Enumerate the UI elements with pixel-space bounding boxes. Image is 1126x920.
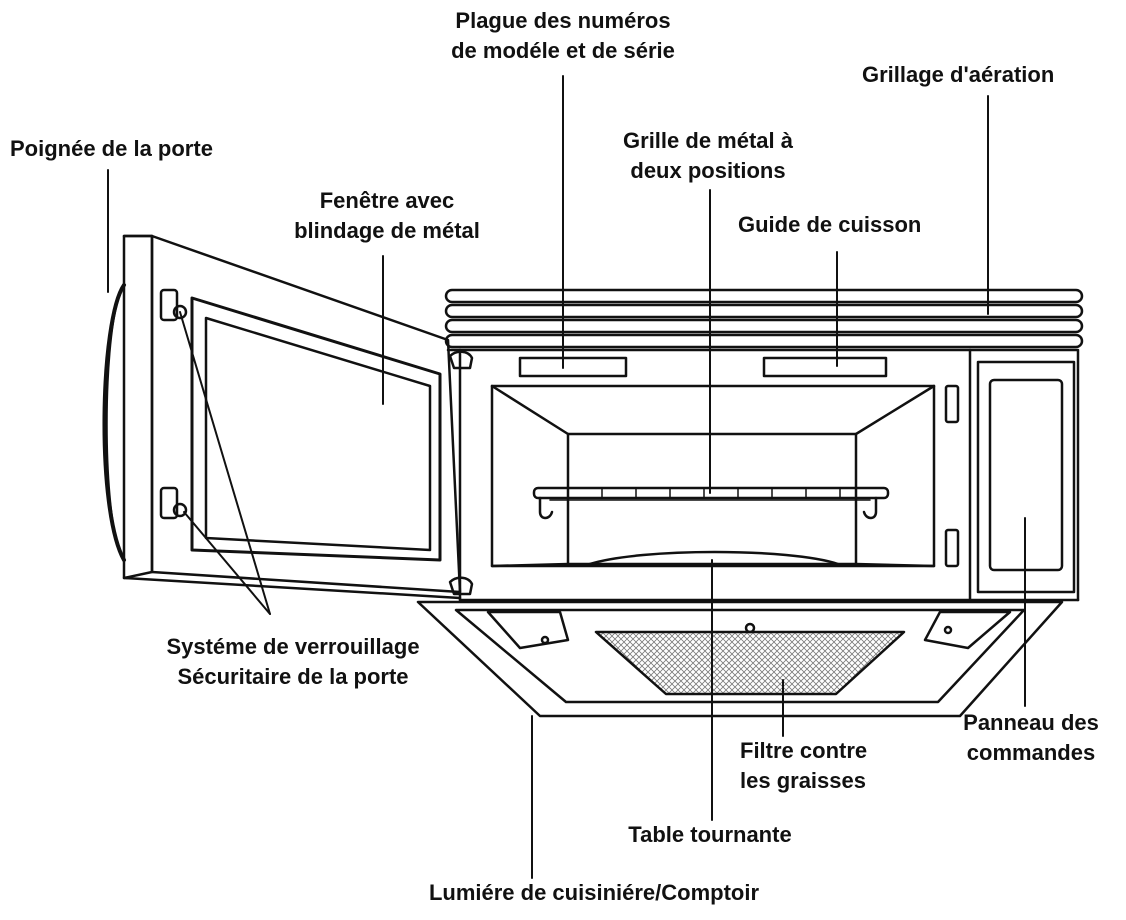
turntable-label-line1: Table tournante [590, 820, 830, 850]
turntable-label: Table tournante [590, 820, 830, 850]
vent-grille-label-line1: Grillage d'aération [862, 60, 1112, 90]
control-panel-label-line2: commandes [944, 738, 1118, 768]
metal-rack-label-line1: Grille de métal à [588, 126, 828, 156]
microwave-body-shape [448, 350, 1078, 600]
grease-filter-label: Filtre contre les graisses [740, 736, 920, 796]
door-handle-label: Poignée de la porte [10, 134, 270, 164]
grease-filter-shape [596, 632, 904, 694]
door-window-shape [192, 298, 440, 560]
metal-rack-label-line2: deux positions [588, 156, 828, 186]
model-plate-label: Plague des numéros de modéle et de série [398, 6, 728, 66]
model-plate-shape [520, 358, 626, 376]
grease-filter-label-line1: Filtre contre [740, 736, 920, 766]
door-handle-label-line1: Poignée de la porte [10, 134, 270, 164]
window-label-line2: blindage de métal [262, 216, 512, 246]
metal-rack-label: Grille de métal à deux positions [588, 126, 828, 186]
cooktop-light-label: Lumiére de cuisiniére/Comptoir [374, 878, 814, 908]
oven-cavity-shape [492, 386, 934, 566]
door-lock-label-line2: Sécuritaire de la porte [128, 662, 458, 692]
control-panel-label-line1: Panneau des [944, 708, 1118, 738]
vent-slats-shape [446, 290, 1082, 347]
cooking-guide-label: Guide de cuisson [738, 210, 978, 240]
cooktop-light-label-line1: Lumiére de cuisiniére/Comptoir [374, 878, 814, 908]
model-plate-label-line2: de modéle et de série [398, 36, 728, 66]
turntable-shape [590, 552, 838, 564]
window-label: Fenêtre avec blindage de métal [262, 186, 512, 246]
vent-grille-label: Grillage d'aération [862, 60, 1112, 90]
window-label-line1: Fenêtre avec [262, 186, 512, 216]
door-lock-label-line1: Systéme de verrouillage [128, 632, 458, 662]
door-lock-label: Systéme de verrouillage Sécuritaire de l… [128, 632, 458, 692]
control-panel-label: Panneau des commandes [944, 708, 1118, 768]
model-plate-label-line1: Plague des numéros [398, 6, 728, 36]
grease-filter-label-line2: les graisses [740, 766, 920, 796]
door-handle-shape [104, 285, 124, 560]
door-switch-shapes [946, 386, 958, 566]
door-latch-shapes [161, 290, 186, 518]
cooking-guide-shape [764, 358, 886, 376]
cooking-guide-label-line1: Guide de cuisson [738, 210, 978, 240]
